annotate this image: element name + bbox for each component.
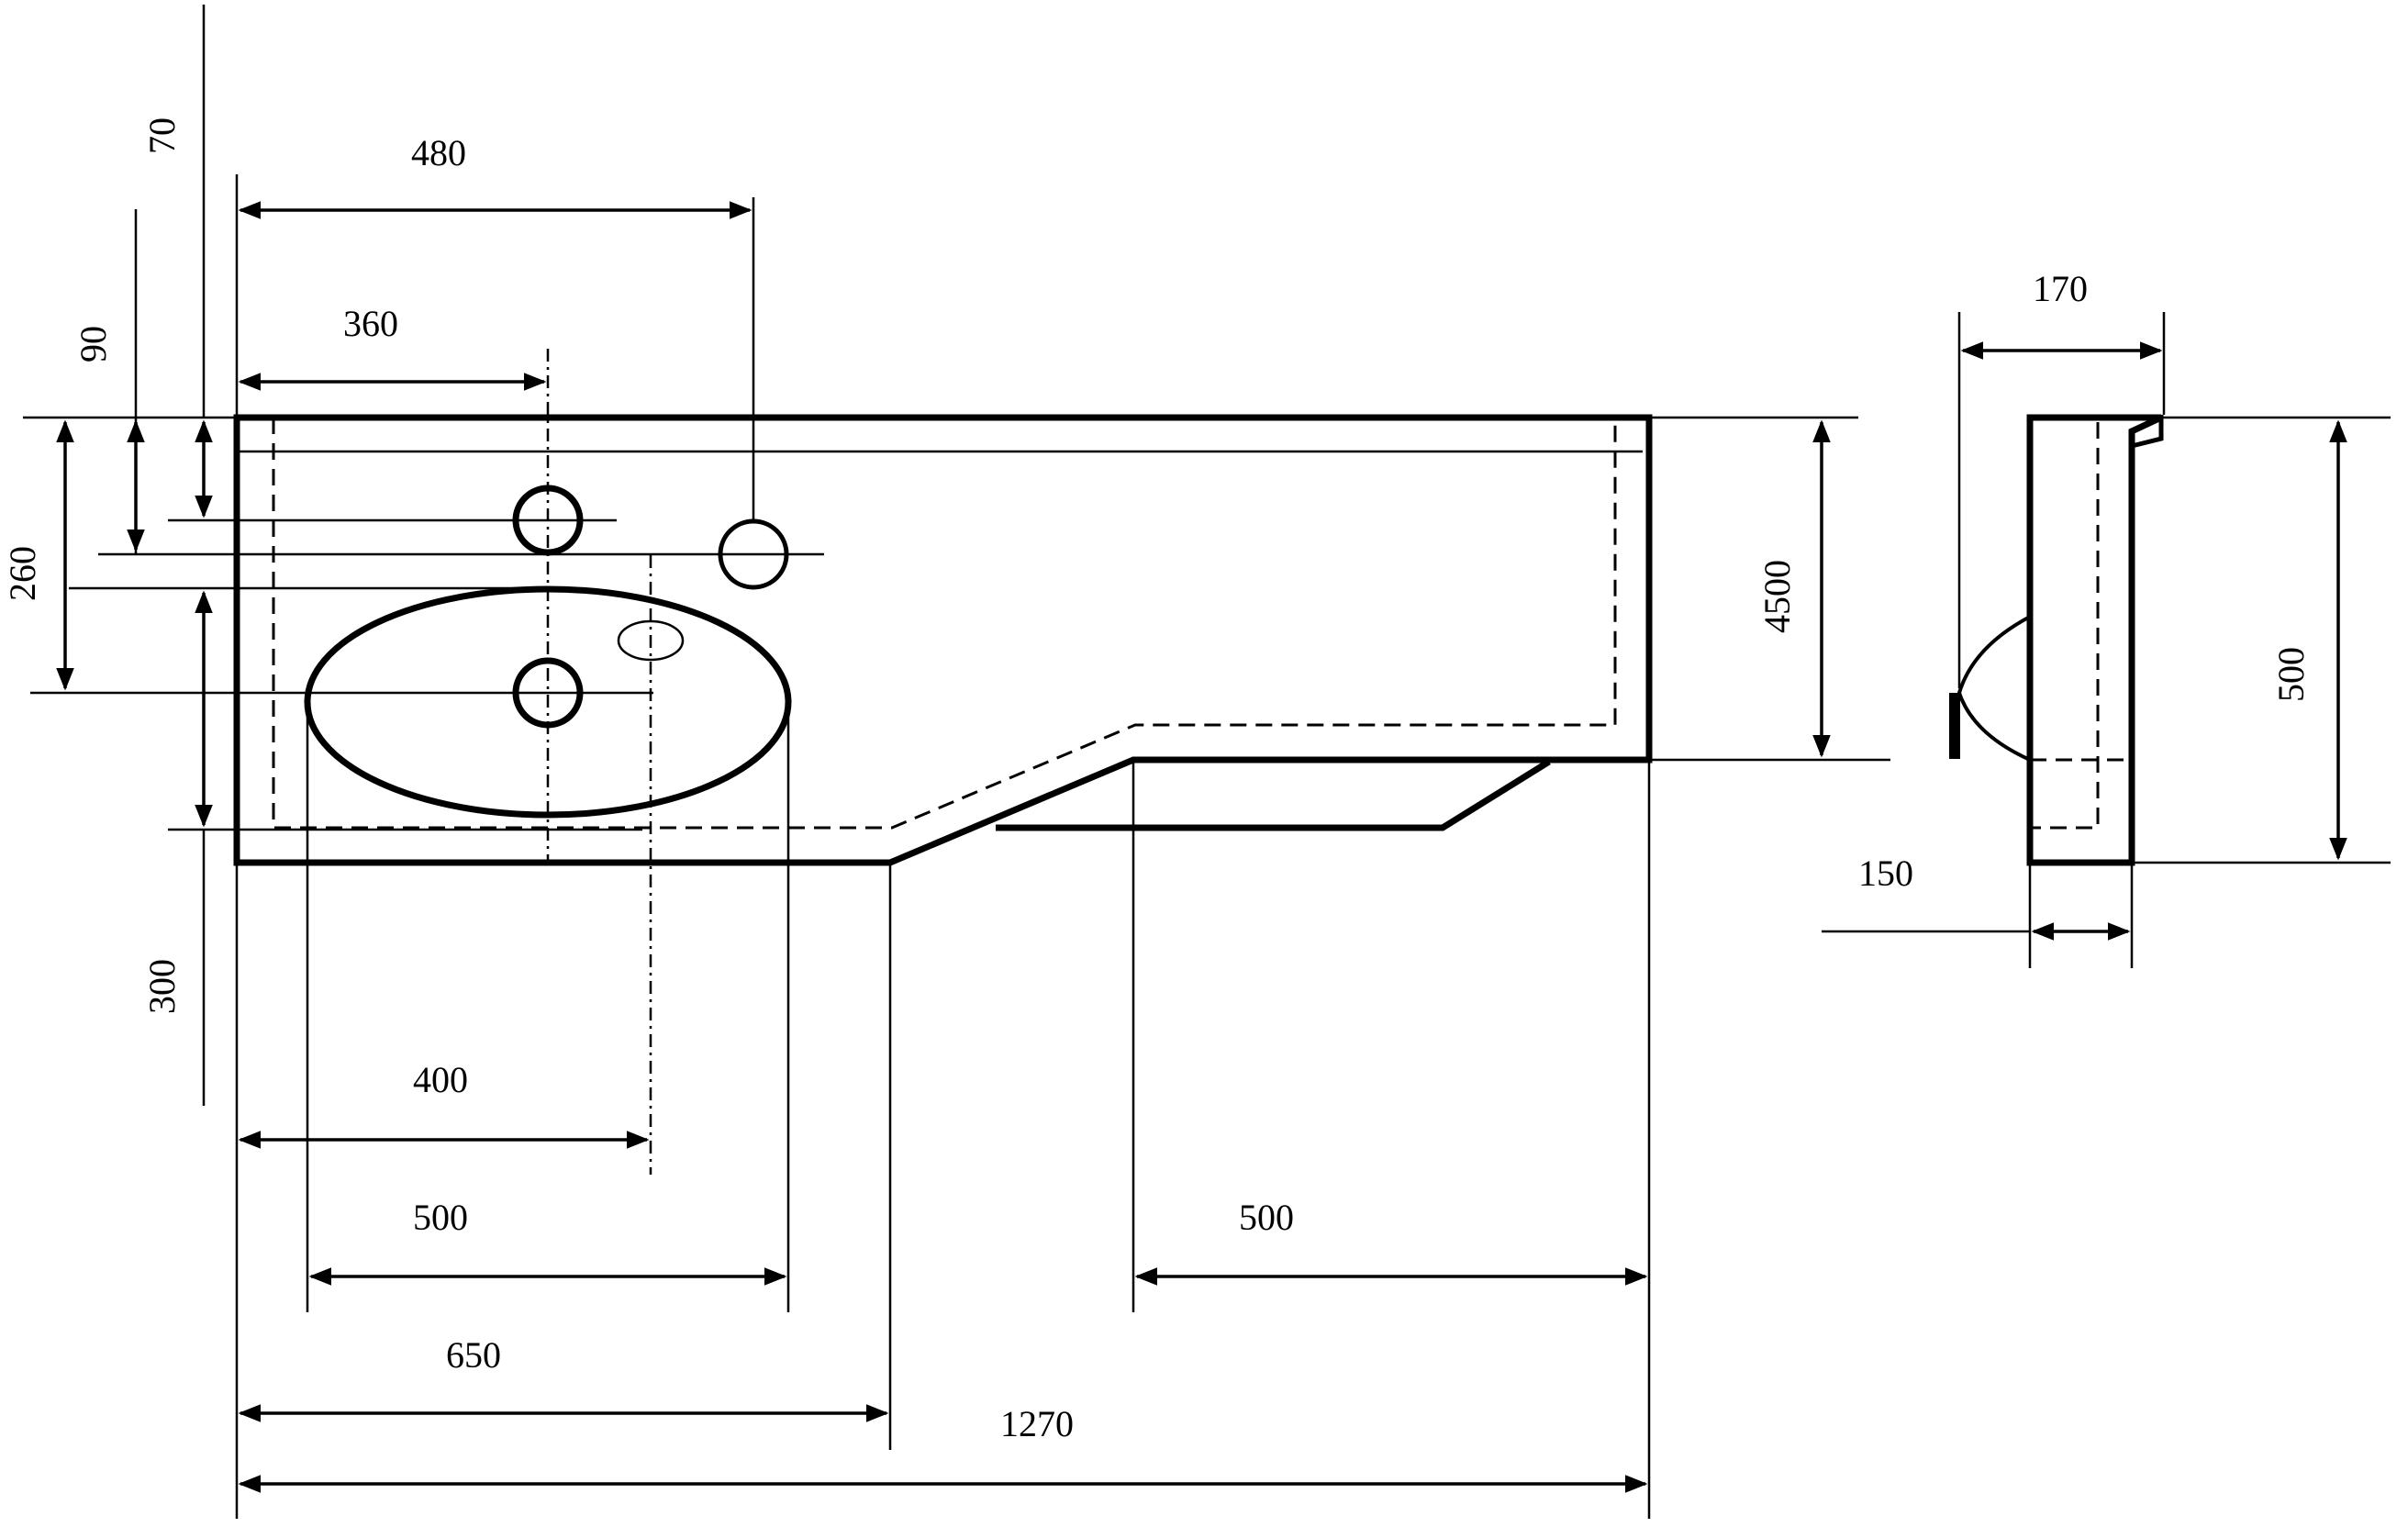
side-drain	[1949, 693, 1960, 759]
dim-500-bowl: 500	[413, 1197, 468, 1238]
dim-260: 260	[2, 546, 43, 601]
dim-90: 90	[72, 326, 114, 362]
dim-300: 300	[141, 959, 183, 1014]
dim-400: 400	[413, 1059, 468, 1100]
dim-480: 480	[411, 132, 466, 173]
dim-70: 70	[141, 117, 183, 154]
side-bowl-profile	[1956, 615, 2031, 762]
dim-1270: 1270	[1000, 1403, 1074, 1444]
dim-650: 650	[446, 1334, 501, 1376]
countertop-outline	[233, 414, 1653, 866]
side-body-outline	[2026, 414, 2163, 866]
side-hook	[2131, 415, 2164, 449]
dim-4500: 4500	[1756, 560, 1798, 633]
dim-170: 170	[2033, 268, 2088, 309]
front-view: 480 360 70 90 260 300 4500 400 500 500 6…	[2, 5, 1890, 1519]
dim-150: 150	[1858, 853, 1913, 894]
side-view: 170 500 150	[1822, 268, 2391, 968]
dim-500-side: 500	[2270, 647, 2312, 702]
dim-500-right: 500	[1239, 1197, 1294, 1238]
hidden-inner-contour	[272, 418, 1617, 830]
dim-360: 360	[343, 303, 398, 344]
lower-ledge	[996, 759, 1551, 831]
